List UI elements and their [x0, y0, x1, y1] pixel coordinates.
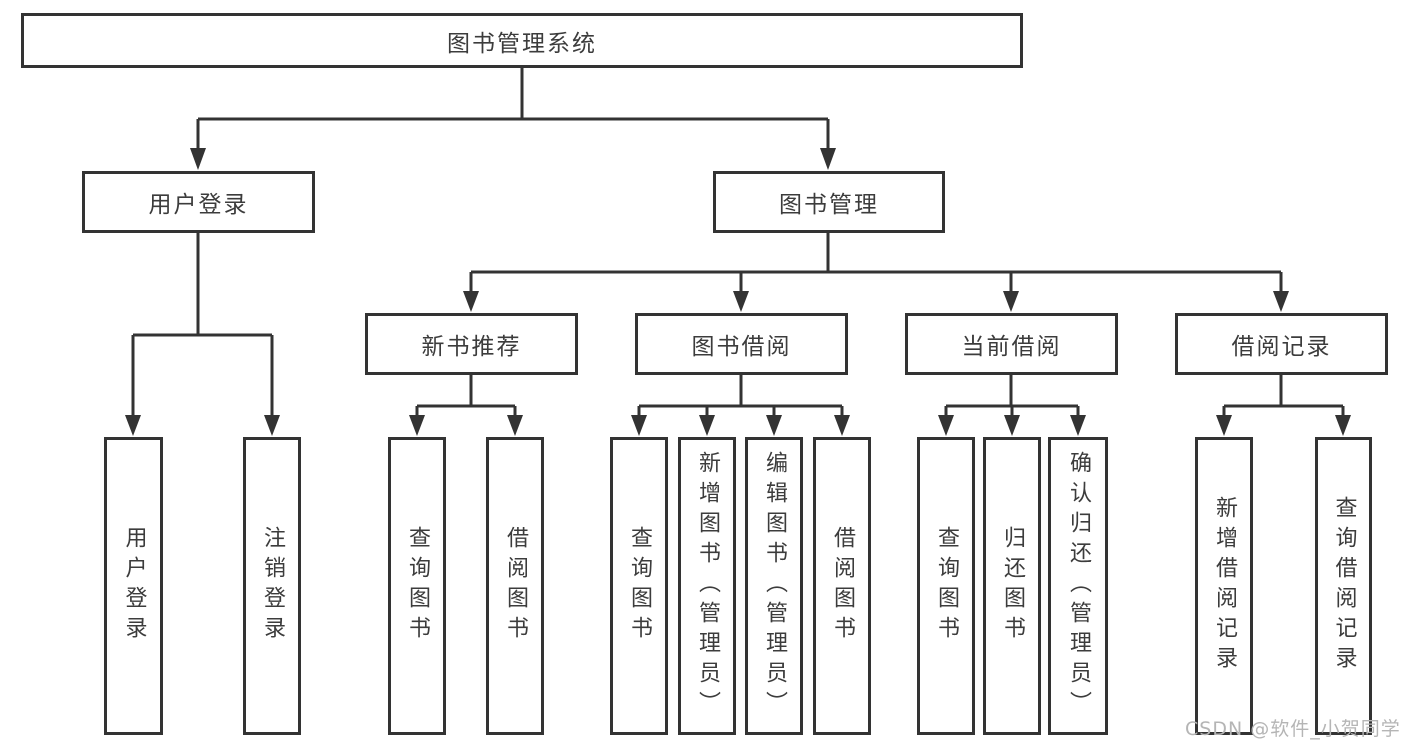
leaf-borrow-books-borrow: 借阅图书: [813, 437, 871, 735]
node-book-borrow: 图书借阅: [635, 313, 848, 375]
leaf-borrow-books-recommend: 借阅图书: [486, 437, 544, 735]
node-current-borrow: 当前借阅: [905, 313, 1118, 375]
node-borrow-records: 借阅记录: [1175, 313, 1388, 375]
leaf-query-borrow-record: 查询借阅记录: [1315, 437, 1372, 735]
tree-connector-lines: [131, 68, 1345, 417]
leaf-confirm-return-admin: 确认归还（管理员）: [1048, 437, 1108, 735]
leaf-user-login: 用户登录: [104, 437, 163, 735]
node-book-management: 图书管理: [713, 171, 945, 233]
node-user-login: 用户登录: [82, 171, 315, 233]
leaf-edit-book-admin: 编辑图书（管理员）: [745, 437, 803, 735]
leaf-query-books-current: 查询图书: [917, 437, 975, 735]
arrowhead-markers: [125, 148, 1351, 436]
node-new-book-recommend: 新书推荐: [365, 313, 578, 375]
leaf-query-books-recommend: 查询图书: [388, 437, 446, 735]
leaf-query-books-borrow: 查询图书: [610, 437, 668, 735]
leaf-logout-login: 注销登录: [243, 437, 301, 735]
leaf-add-borrow-record: 新增借阅记录: [1195, 437, 1253, 735]
watermark-text: CSDN @软件_小贺同学: [1185, 718, 1401, 740]
node-root: 图书管理系统: [21, 13, 1023, 68]
leaf-return-book: 归还图书: [983, 437, 1041, 735]
leaf-add-book-admin: 新增图书（管理员）: [678, 437, 736, 735]
